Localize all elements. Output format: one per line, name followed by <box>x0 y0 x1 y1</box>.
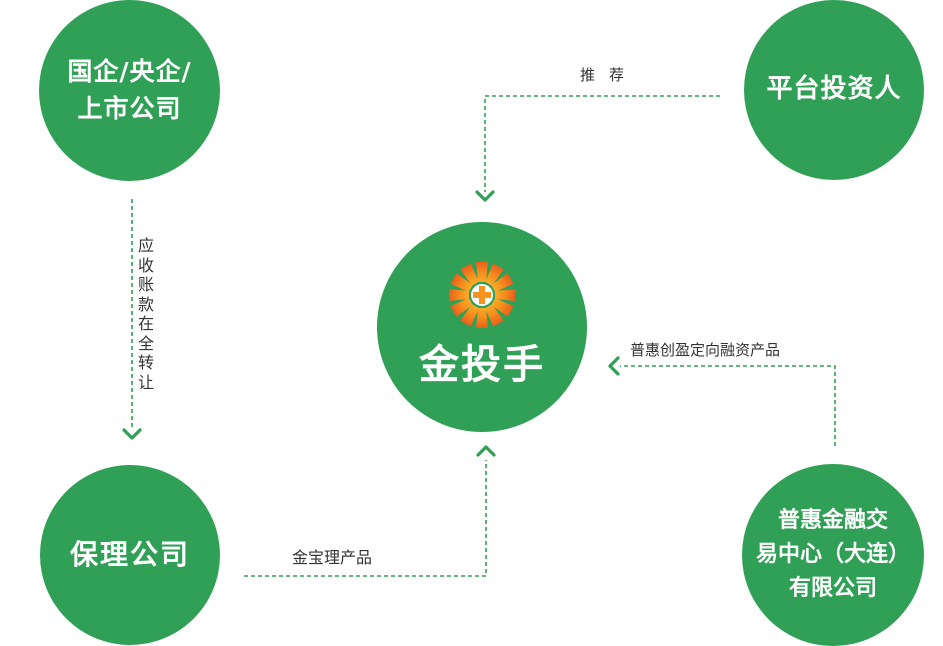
node-center: 金投手 <box>377 222 587 432</box>
node-soe: 国企/央企/ 上市公司 <box>39 0 220 181</box>
arrowhead-down-icon <box>475 190 495 202</box>
node-factoring-label: 保理公司 <box>69 537 190 571</box>
connector-puhui-product <box>620 365 836 446</box>
node-soe-label: 国企/央企/ 上市公司 <box>67 57 192 123</box>
arrowhead-up-icon <box>476 445 496 457</box>
sun-logo-icon <box>449 262 515 328</box>
edge-label-recommend: 推荐 <box>580 66 639 84</box>
node-platform-investor: 平台投资人 <box>744 0 924 180</box>
node-investor-label: 平台投资人 <box>766 74 902 105</box>
arrowhead-left-icon <box>608 356 620 376</box>
node-center-label: 金投手 <box>419 342 545 388</box>
connector-recommend <box>484 95 720 192</box>
node-factoring-company: 保理公司 <box>40 465 220 645</box>
connector-gold-product <box>244 460 487 577</box>
edge-label-puhui-product: 普惠创盈定向融资产品 <box>630 341 781 359</box>
node-puhui-label: 普惠金融交 易中心（大连） 有限公司 <box>755 507 910 602</box>
edge-label-receivables: 应收账款在全转让 <box>137 236 154 392</box>
node-puhui-exchange: 普惠金融交 易中心（大连） 有限公司 <box>742 464 924 646</box>
arrowhead-down-icon <box>122 428 142 440</box>
edge-label-gold-product: 金宝理产品 <box>292 548 373 567</box>
